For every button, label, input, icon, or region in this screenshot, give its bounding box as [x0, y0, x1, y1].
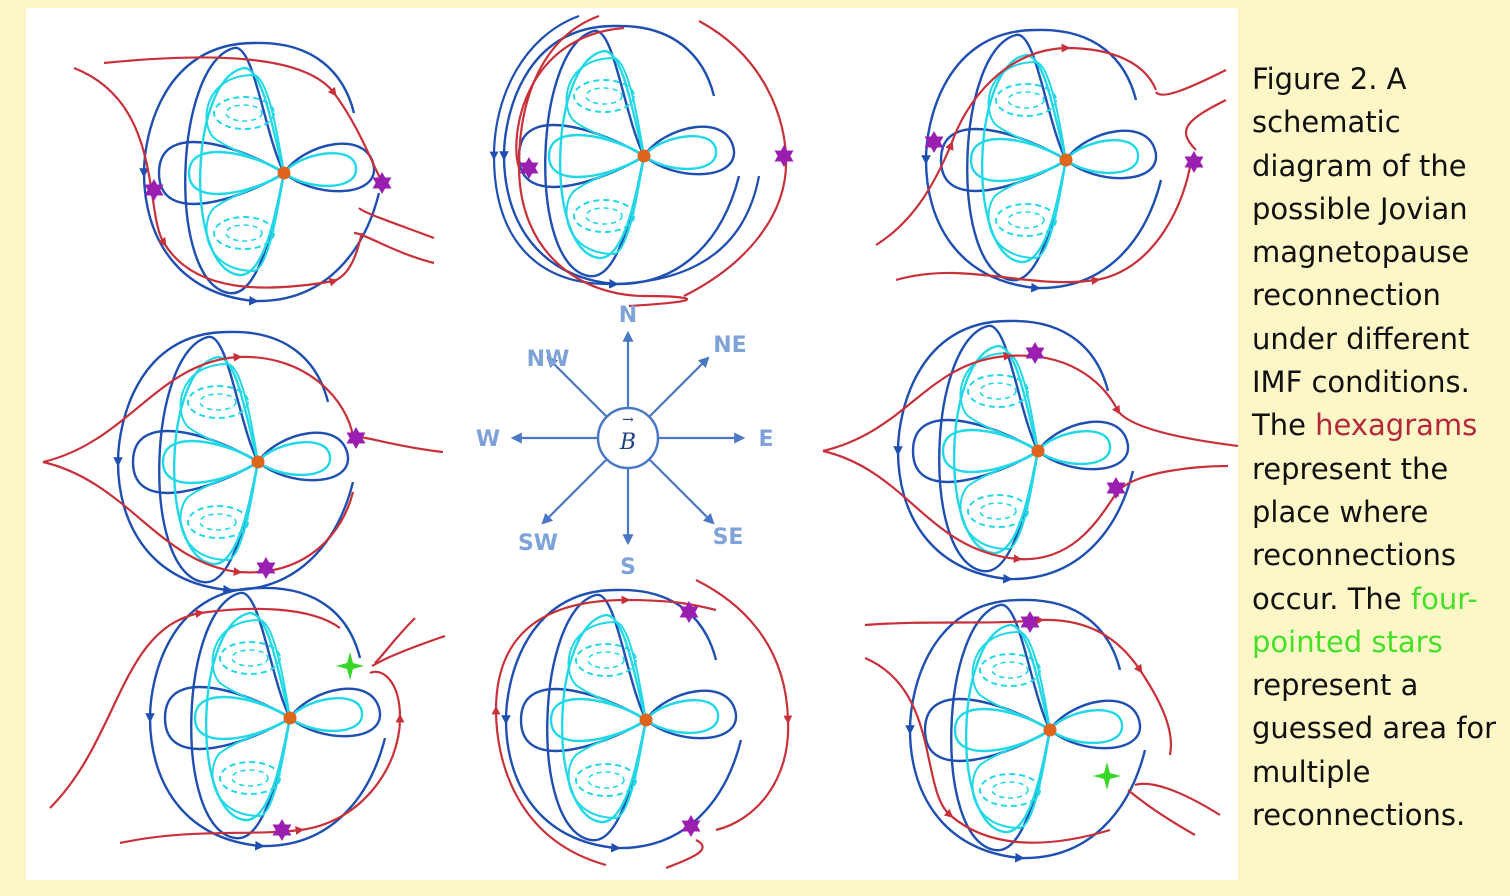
caption-part-1: Figure 2. A schematic diagram of the pos… — [1252, 62, 1470, 443]
compass-label-s: S — [620, 555, 636, 580]
caption-part-2: represent the place where reconnections … — [1252, 451, 1457, 616]
caption-hexagrams: hexagrams — [1315, 408, 1478, 443]
figure-caption: Figure 2. A schematic diagram of the pos… — [1252, 58, 1508, 837]
compass-label-sw: SW — [518, 531, 558, 556]
panel-ne — [875, 30, 1227, 288]
panel-n — [489, 14, 794, 308]
compass-label-ne: NE — [713, 333, 746, 358]
panel-se — [864, 600, 1221, 858]
panel-s — [491, 579, 793, 870]
b-field-arrow: → — [622, 412, 634, 428]
panel-sw — [49, 588, 446, 846]
figure-panel: → B N NE E SE S SW W NW — [26, 8, 1238, 880]
compass-label-w: W — [476, 427, 500, 452]
compass-rose: → B N NE E SE S SW W NW — [476, 303, 774, 580]
compass-label-se: SE — [713, 525, 744, 550]
compass-label-e: E — [758, 427, 773, 452]
figure-diagram: → B N NE E SE S SW W NW — [42, 14, 1238, 870]
compass-label-nw: NW — [527, 347, 570, 372]
caption-part-3: represent a guessed area for multiple re… — [1252, 668, 1497, 833]
panel-nw — [73, 43, 435, 301]
panel-e — [822, 321, 1238, 579]
compass-label-n: N — [619, 303, 637, 328]
panel-w — [42, 332, 444, 590]
caption-four-pointed-stars: four-pointed stars — [1252, 581, 1478, 659]
b-field-label: B — [619, 430, 636, 455]
